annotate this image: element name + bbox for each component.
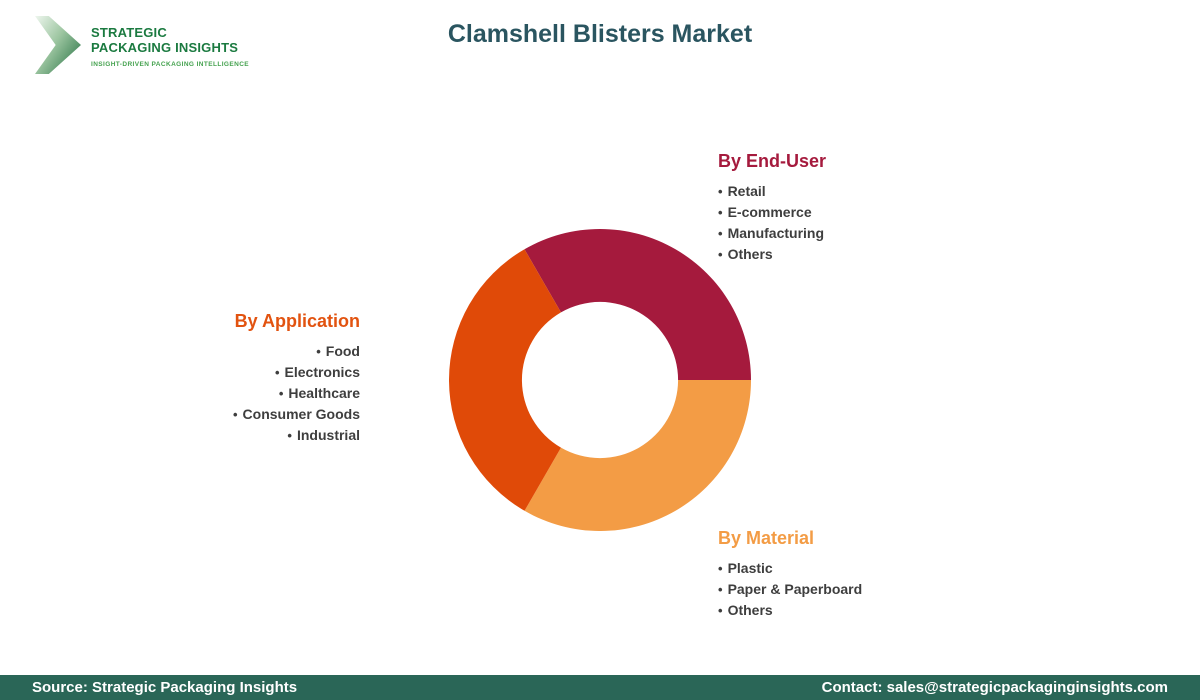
- list-item: • Consumer Goods: [233, 404, 360, 425]
- list-item-label: E-commerce: [727, 204, 812, 220]
- donut-segment-by-material: [524, 379, 751, 531]
- bullet-icon: •: [232, 407, 238, 422]
- list-item-label: Healthcare: [288, 385, 360, 401]
- segment-heading-application: By Application: [234, 311, 360, 331]
- list-item: • Industrial: [233, 425, 360, 446]
- bullet-icon: •: [718, 582, 723, 597]
- bullet-icon: •: [718, 226, 723, 241]
- list-item-label: Plastic: [727, 560, 773, 576]
- list-item: • Others: [718, 600, 862, 621]
- list-item: • Electronics: [233, 362, 360, 383]
- list-item: • Healthcare: [233, 383, 360, 404]
- segment-block-end-user: By End-User • Retail • E-commerce • Manufac…: [718, 151, 826, 265]
- list-item: • Manufacturing: [718, 223, 826, 244]
- list-item: • E-commerce: [718, 202, 826, 223]
- bullet-icon: •: [278, 386, 284, 401]
- list-item: • Food: [233, 341, 360, 362]
- footer-bar: Source: Strategic Packaging Insights Con…: [0, 675, 1200, 700]
- page-title: Clamshell Blisters Market: [447, 20, 753, 48]
- footer-source: Source: Strategic Packaging Insights: [32, 679, 298, 696]
- bullet-icon: •: [718, 247, 723, 262]
- bullet-icon: •: [718, 561, 723, 576]
- bullet-icon: •: [718, 603, 723, 618]
- segment-list-end-user: • Retail • E-commerce • Manufacturing • Othe…: [718, 181, 826, 265]
- segment-list-application: •Food •Electronics •Healthcare •Consumer…: [233, 341, 360, 446]
- bullet-icon: •: [718, 205, 723, 220]
- list-item: • Retail: [718, 181, 826, 202]
- donut-segment-by-application: [449, 249, 561, 511]
- segment-list-material: • Plastic • Paper & Paperboard • Others: [718, 558, 862, 621]
- segment-heading-end-user: By End-User: [718, 151, 827, 171]
- bullet-icon: •: [287, 428, 292, 443]
- segment-block-material: By Material • Plastic • Paper & Paperboard…: [718, 528, 862, 621]
- list-item-label: Industrial: [296, 427, 360, 443]
- list-item: • Paper & Paperboard: [718, 579, 862, 600]
- list-item: • Others: [718, 244, 826, 265]
- donut-chart: [449, 229, 751, 531]
- logo-tagline: INSIGHT-DRIVEN PACKAGING INTELLIGENCE: [91, 61, 250, 69]
- brand-logo: STRATEGIC PACKAGING INSIGHTS INSIGHT-DRI…: [35, 16, 249, 74]
- list-item-label: Consumer Goods: [242, 406, 360, 422]
- logo-name: STRATEGIC PACKAGING INSIGHTS: [91, 25, 239, 55]
- donut-segment-by-end-user: [524, 229, 751, 380]
- segment-block-application: By Application •Food •Electronics •Healt…: [233, 311, 360, 446]
- list-item-label: Food: [325, 343, 360, 359]
- segment-heading-material: By Material: [718, 528, 815, 548]
- bullet-icon: •: [316, 344, 321, 359]
- list-item-label: Electronics: [284, 364, 360, 380]
- list-item-label: Manufacturing: [727, 225, 825, 241]
- list-item-label: Paper & Paperboard: [727, 581, 863, 597]
- list-item: • Plastic: [718, 558, 862, 579]
- logo-text-block: STRATEGIC PACKAGING INSIGHTS INSIGHT-DRI…: [91, 16, 249, 68]
- footer-contact: Contact: sales@strategicpackaginginsight…: [821, 679, 1168, 696]
- donut-chart-svg: [449, 229, 751, 531]
- list-item-label: Retail: [727, 183, 766, 199]
- list-item-label: Others: [727, 602, 773, 618]
- list-item-label: Others: [727, 246, 773, 262]
- bullet-icon: •: [274, 365, 280, 380]
- bullet-icon: •: [718, 184, 723, 199]
